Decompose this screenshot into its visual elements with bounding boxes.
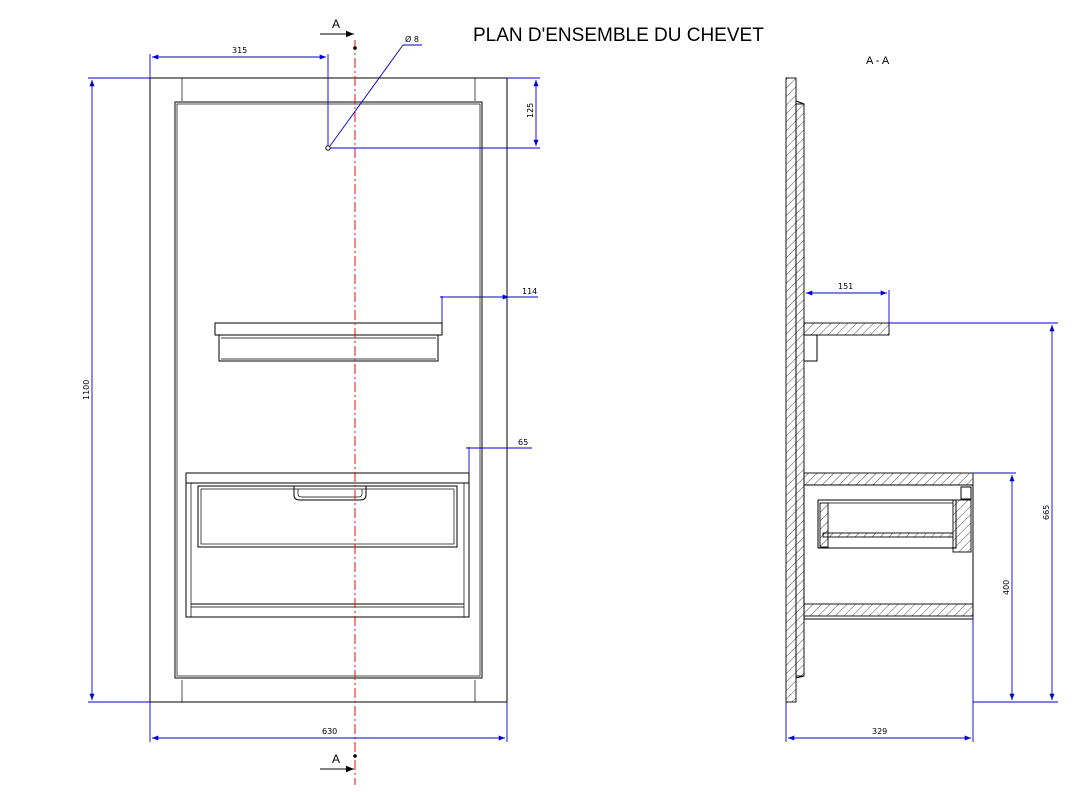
dim-hole-diameter: Ø 8 (329, 34, 422, 147)
dim-1100-label: 1100 (82, 380, 91, 400)
section-shelf (803, 322, 890, 336)
dim-125-label: 125 (526, 103, 535, 118)
section-back-panel (785, 77, 797, 703)
dim-630-label: 630 (322, 727, 337, 736)
dim-630: 630 (149, 702, 508, 742)
section-drawer-box (817, 499, 957, 549)
cut-mark-bottom: A (320, 752, 357, 773)
section-view-title: A - A (866, 55, 890, 67)
dim-329: 329 (785, 616, 974, 742)
cut-label-top: A (332, 17, 340, 31)
cut-mark-top: A (320, 17, 357, 50)
dim-1100: 1100 (82, 77, 150, 703)
dim-315-label: 315 (232, 46, 247, 55)
front-inner-panel (174, 101, 483, 679)
drawer-handle (293, 486, 367, 501)
section-view: 151 665 400 329 (785, 77, 1058, 742)
dim-65-label: 65 (518, 438, 528, 447)
dim-400-label: 400 (1002, 580, 1011, 595)
dim-125: 125 (330, 77, 540, 149)
drawer-front (197, 485, 458, 548)
dim-329-label: 329 (872, 727, 887, 736)
front-view: A A 315 Ø 8 125 (82, 17, 540, 785)
front-outer-panel (149, 77, 508, 703)
dim-65: 65 (466, 438, 532, 473)
dim-400: 400 (973, 472, 1016, 700)
dim-151-label: 151 (838, 282, 853, 291)
cut-label-bottom: A (332, 752, 340, 766)
section-drawer-top (803, 472, 974, 486)
dim-151: 151 (806, 282, 890, 323)
front-shelf (214, 322, 443, 362)
dim-665-label: 665 (1042, 505, 1051, 520)
dim-315: 315 (149, 46, 329, 146)
hole-marker (325, 145, 331, 151)
section-drawer-bottom (803, 603, 974, 617)
front-drawer-unit (185, 472, 470, 618)
dim-665: 665 (889, 322, 1058, 703)
dim-114: 114 (440, 287, 538, 323)
drawing-title: PLAN D'ENSEMBLE DU CHEVET (473, 25, 764, 46)
dim-114-label: 114 (522, 287, 537, 296)
dim-hole-diameter-label: Ø 8 (405, 34, 419, 44)
